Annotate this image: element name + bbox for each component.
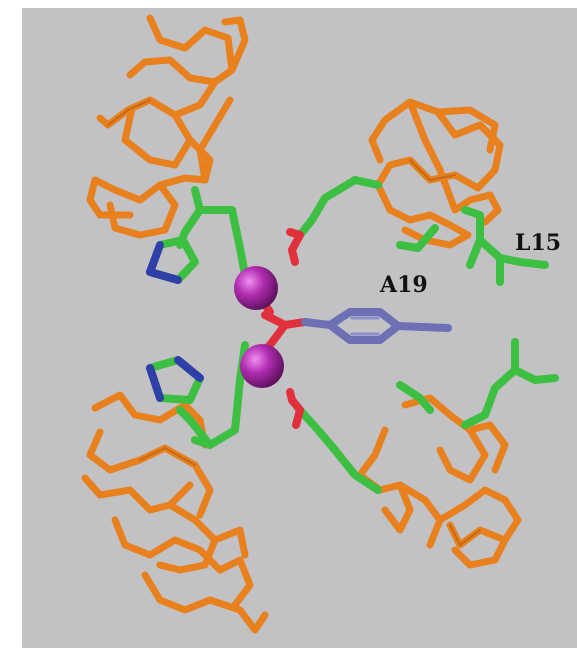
backbone-lower-left-e: [141, 571, 269, 634]
sidechain-lower-leucine: [511, 338, 559, 384]
backbone-upper-right-b: [406, 98, 502, 226]
backbone-lower-left-g: [211, 526, 249, 559]
backbone-lower-left-d: [111, 516, 254, 609]
metal-ion-upper: [234, 266, 278, 310]
backbone-lower-left-a: [91, 391, 209, 449]
sidechain-upper-carboxylate: [296, 176, 359, 239]
backbone-lower-right-f: [436, 426, 489, 484]
sidechain-a19: [396, 224, 439, 252]
backbone-upper-left-f: [106, 181, 179, 239]
backbone-upper-right-d: [434, 106, 499, 154]
backbone-lower-left-c: [81, 474, 194, 514]
backbone-lower-right-d: [381, 481, 414, 534]
backbone-upper-right-c: [374, 181, 472, 249]
backbone-lower-right-e: [451, 536, 509, 569]
sidechain-upper-left-linker: [191, 186, 249, 279]
label-l15: L15: [515, 230, 561, 256]
backbone-lower-left-f: [156, 501, 219, 574]
backbone-shading: [107, 99, 481, 547]
metal-ions: [234, 266, 284, 388]
background-panel: [22, 8, 577, 648]
backbone-upper-left-g: [196, 96, 234, 184]
nitrogen-atoms: [146, 241, 204, 402]
sidechain-lower-alanine: [396, 381, 434, 414]
backbone-lower-right-b: [356, 426, 444, 549]
ligand: [301, 308, 452, 344]
label-a19: A19: [379, 272, 428, 298]
backbone-upper-left-b: [221, 16, 249, 74]
backbone-upper-right-e: [368, 116, 389, 164]
backbone-upper-left-d: [121, 104, 194, 169]
sidechain-lower-carboxylate: [296, 406, 382, 494]
metal-ion-lower: [240, 344, 284, 388]
